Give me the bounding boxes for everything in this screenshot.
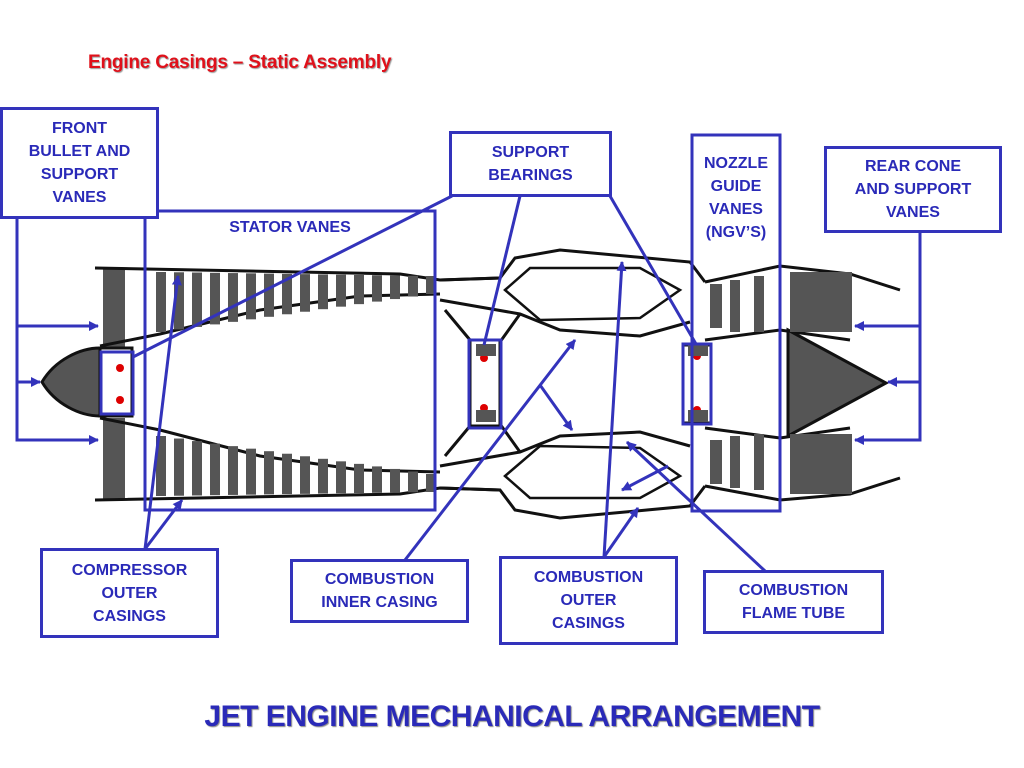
rear-cone	[786, 327, 890, 439]
flame-tube-top	[503, 266, 683, 322]
combustion-inner-leader	[403, 339, 577, 561]
stator-vane	[336, 274, 346, 307]
stator-vane	[264, 273, 274, 317]
combustion-outer-casing-top	[439, 248, 707, 283]
stator-vane	[246, 448, 256, 495]
compressor-casing-bottom	[94, 486, 501, 502]
support-bearings-leader	[608, 195, 698, 345]
turbine-vanes	[710, 276, 764, 490]
flame-tube-bottom	[503, 444, 683, 500]
highlight-boxes	[99, 133, 782, 513]
front-support-vane-upper	[103, 268, 125, 350]
stator-vane	[174, 272, 184, 330]
combustion-outer-casing-bottom	[439, 485, 707, 520]
front-bullet-leader	[15, 218, 99, 445]
compressor-casing-leader	[143, 499, 184, 550]
turbine-vane	[710, 284, 722, 328]
stator-vane	[318, 458, 328, 494]
stator-vane	[174, 438, 184, 496]
label-support-bearings: SUPPORT BEARINGS	[449, 131, 612, 197]
label-compressor-outer-casings: COMPRESSOR OUTER CASINGS	[40, 548, 219, 638]
combustion-outer-leader	[602, 261, 627, 558]
front-bearing-housing	[98, 346, 134, 418]
stator-vane	[408, 471, 418, 493]
label-nozzle-guide-vanes: NOZZLE GUIDE VANES (NGV’S)	[704, 155, 768, 241]
bearing-block	[476, 410, 496, 422]
stator-vane	[156, 272, 166, 332]
stator-vane	[192, 441, 202, 496]
stator-vane	[372, 466, 382, 493]
front-support-vane-lower	[103, 418, 125, 500]
stator-vane	[390, 468, 400, 493]
stator-vanes-region	[143, 209, 437, 512]
bearing-dot	[116, 364, 124, 372]
stator-vane	[390, 275, 400, 300]
label-stator-vanes: STATOR VANES	[229, 219, 351, 236]
bearing-dot	[116, 396, 124, 404]
stator-vane	[300, 274, 310, 312]
label-combustion-inner-casing: COMBUSTION INNER CASING	[290, 559, 469, 623]
combustion-outer-leader	[602, 507, 640, 558]
leader-lines	[15, 194, 922, 573]
rear-cone-leader	[854, 232, 922, 445]
turbine-vane	[710, 440, 722, 484]
rear-support-vane-lower	[790, 434, 852, 494]
stator-vane	[336, 461, 346, 494]
stator-vane	[426, 474, 436, 492]
stator-vane	[228, 273, 238, 322]
turbine-vane	[754, 434, 764, 490]
stator-vane	[282, 273, 292, 315]
stator-vane	[426, 276, 436, 294]
stator-vane	[300, 456, 310, 494]
turbine-vane	[730, 280, 740, 332]
ngv-region	[690, 133, 782, 513]
label-front-bullet: FRONT BULLET AND SUPPORT VANES	[0, 107, 159, 219]
compressor-drum-bottom	[99, 416, 441, 474]
bearing-block	[476, 344, 496, 356]
rear-support-vane-upper	[790, 272, 852, 332]
label-rear-cone: REAR CONE AND SUPPORT VANES	[824, 146, 1002, 233]
slide-subtitle: Engine Casings – Static Assembly	[88, 52, 392, 73]
flame-tube-leader	[621, 464, 669, 492]
support-bearings-leader	[482, 195, 522, 346]
stator-vane	[318, 274, 328, 310]
stator-vane	[210, 272, 220, 325]
front-bullet	[40, 346, 102, 418]
stator-vane	[156, 436, 166, 496]
stator-vane	[282, 453, 292, 495]
turbine-casing-top	[704, 264, 901, 292]
compressor-casing-leader	[143, 275, 182, 550]
stator-vane	[354, 274, 364, 305]
combustion-inner-leader	[538, 384, 574, 431]
stator-vanes-bottom	[156, 436, 436, 496]
stator-vane	[192, 272, 202, 327]
rear-bearing-region	[681, 342, 713, 426]
stator-vane	[408, 275, 418, 297]
turbine-casing-bottom	[704, 476, 901, 502]
mid-strut-upper	[443, 309, 522, 343]
front-bearing-region	[99, 350, 135, 416]
combustion-inner-casing-top	[439, 298, 691, 338]
label-combustion-outer-casings: COMBUSTION OUTER CASINGS	[499, 556, 678, 645]
stator-vane	[228, 446, 238, 495]
engine-drawing	[40, 248, 901, 520]
turbine-vane	[730, 436, 740, 488]
mid-strut-lower	[443, 423, 522, 457]
stator-vane	[264, 451, 274, 495]
bearing-blocks	[476, 344, 708, 422]
stator-vane	[372, 275, 382, 302]
turbine-vane	[754, 276, 764, 332]
stator-vane	[354, 463, 364, 494]
stator-vane	[210, 443, 220, 496]
support-bearings-leader	[132, 194, 453, 359]
label-combustion-flame-tube: COMBUSTION FLAME TUBE	[703, 570, 884, 634]
combustion-inner-casing-bottom	[439, 430, 691, 468]
page-title: JET ENGINE MECHANICAL ARRANGEMENT	[204, 700, 820, 733]
compressor-drum-top	[99, 292, 441, 348]
flame-tube-leader	[625, 440, 767, 573]
